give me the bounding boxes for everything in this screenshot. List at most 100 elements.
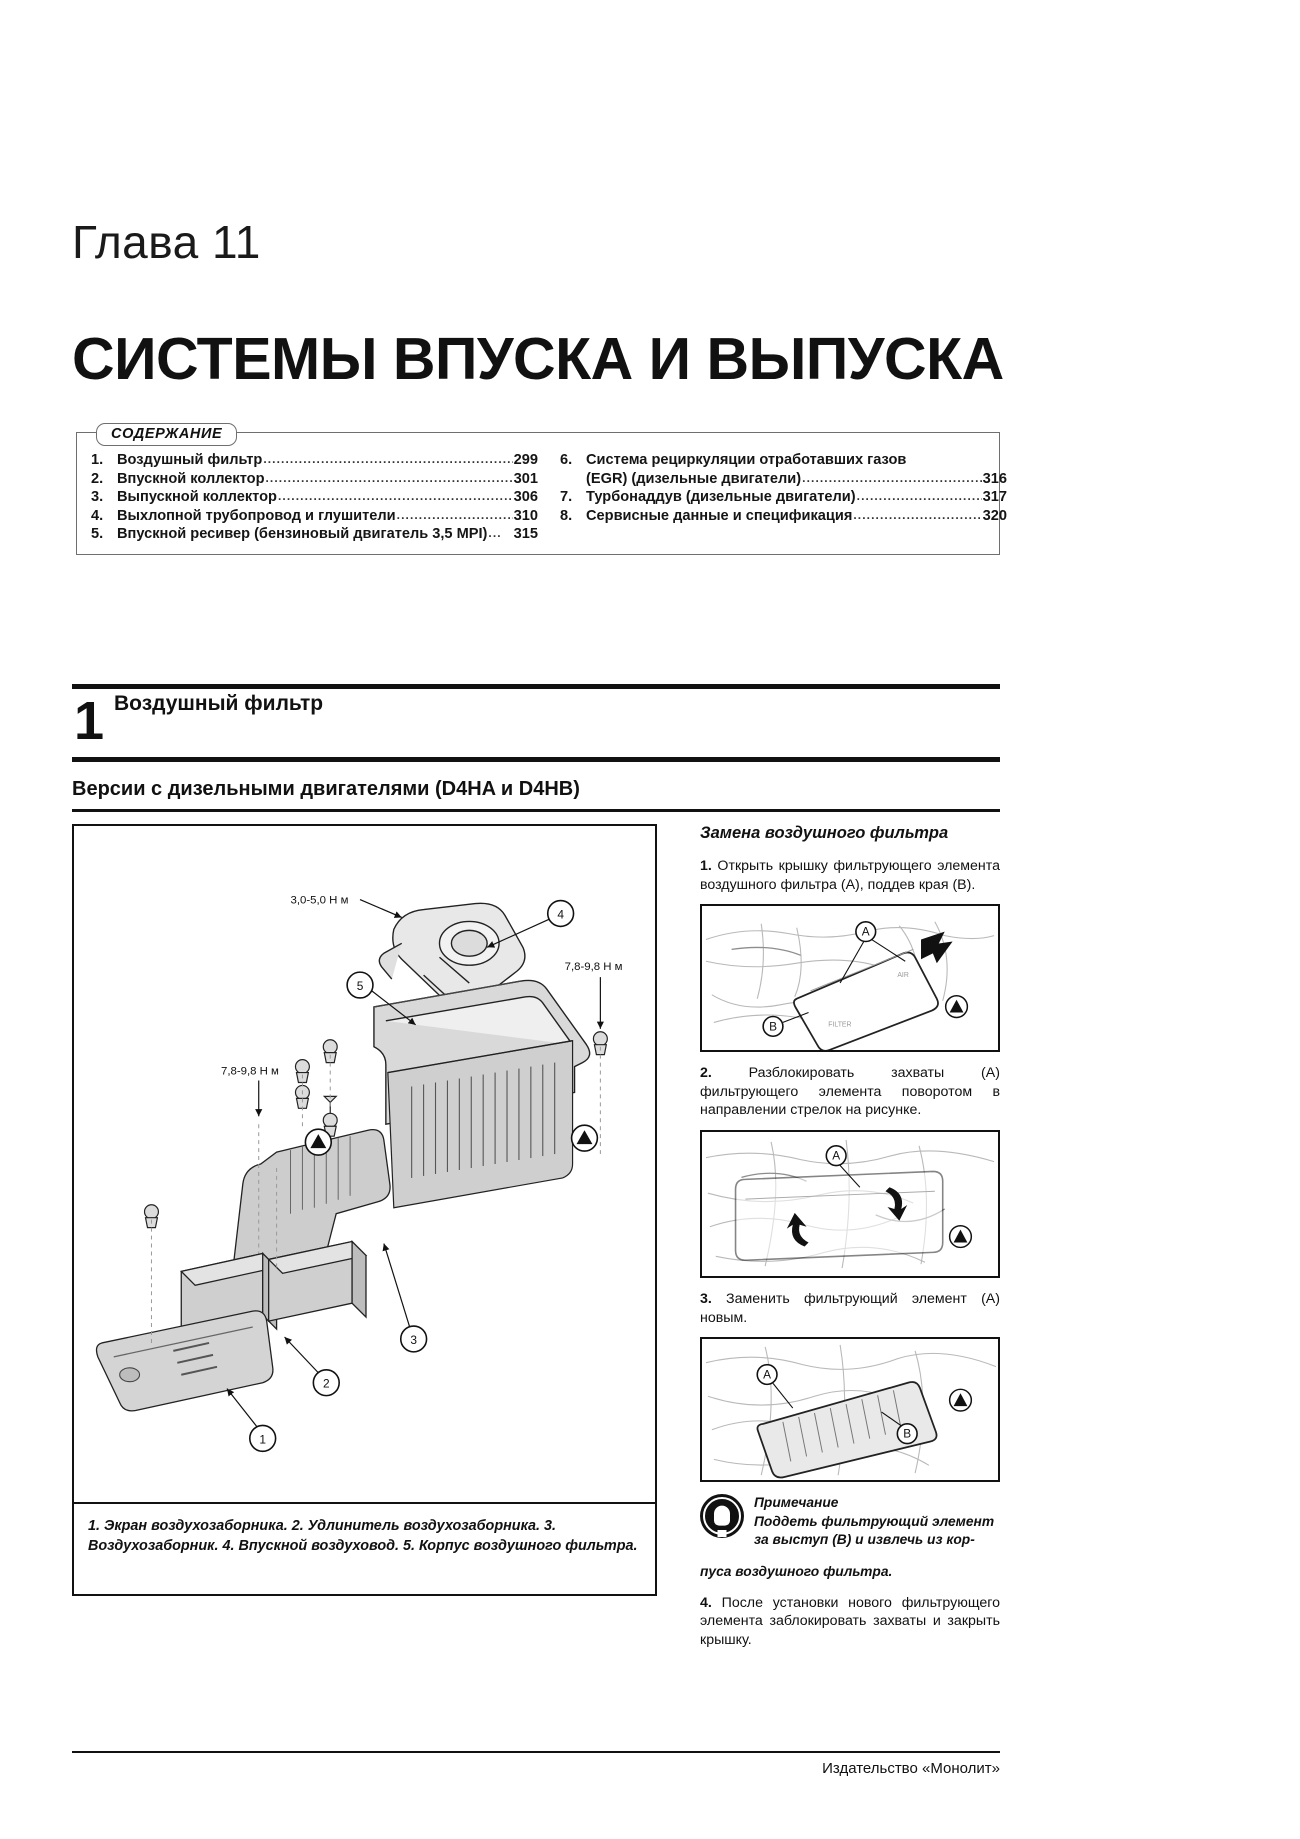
torque-label-right: 7,8-9,8 Н м — [565, 961, 623, 973]
note-body-rest: пуса воздушного фильтра. — [700, 1564, 893, 1580]
subsection-title: Версии с дизельными двигателями (D4HA и … — [72, 778, 580, 800]
callout-4: 4 — [486, 899, 575, 948]
photo-label-A: A — [825, 1144, 861, 1188]
photo-label-B: B — [762, 1012, 809, 1038]
toc-entry-number: 4. — [91, 507, 104, 524]
svg-text:2: 2 — [323, 1377, 330, 1391]
procedure-step-1: 1. Открыть крышку фильтрующего элемента … — [700, 857, 1000, 894]
toc-entry[interactable]: 8. Сервисные данные и спецификация .....… — [560, 507, 1007, 526]
table-of-contents: 1. Воздушный фильтр ....................… — [76, 432, 1007, 555]
toc-leader-dots: ........................................… — [856, 489, 982, 504]
procedure-photo-1: FILTER AIR A B — [700, 904, 1000, 1053]
step-text: После установки нового фильтрующего элем… — [700, 1594, 1000, 1648]
step-number: 3. — [700, 1290, 712, 1307]
section-number: 1 — [74, 691, 105, 751]
svg-text:AIR: AIR — [897, 972, 909, 979]
footer-rule — [72, 1751, 1000, 1753]
callout-5: 5 — [346, 971, 417, 1026]
toc-entry-label: Система рециркуляции отработавших газов — [586, 452, 907, 468]
procedure-photo-2: A — [700, 1129, 1000, 1278]
procedure-step-3: 3. Заменить фильтрующий элемент (A) новы… — [700, 1290, 1000, 1327]
svg-text:B: B — [769, 1019, 777, 1033]
toc-entry-label: Сервисные данные и спецификация — [586, 507, 853, 524]
toc-entry-number: 3. — [91, 489, 104, 506]
subsection-rule — [72, 809, 1000, 812]
engine-bay-sketch-3: A B — [705, 1344, 997, 1479]
section-rule-top — [72, 684, 1000, 689]
section-title: Воздушный фильтр — [114, 692, 324, 715]
svg-text:5: 5 — [357, 979, 364, 993]
toc-entry-page: 301 — [513, 470, 538, 487]
torque-label-left: 7,8-9,8 Н м — [221, 1066, 279, 1078]
step-text: Разблокировать захваты (A) фильтрующего … — [700, 1065, 1000, 1119]
toc-entry[interactable]: 2. Впускной коллектор ..................… — [91, 470, 538, 489]
toc-entry-label: Турбонаддув (дизельные двигатели) — [586, 489, 856, 506]
toc-leader-dots: ........................................… — [802, 470, 982, 485]
toc-entry[interactable]: 4. Выхлопной трубопровод и глушители ...… — [91, 507, 538, 526]
svg-text:1: 1 — [259, 1432, 266, 1446]
toc-leader-dots: ........................................… — [853, 507, 982, 522]
toc-entry-number: 5. — [91, 526, 104, 543]
toc-entry-number: 8. — [560, 507, 573, 524]
step-text: Заменить фильтрующий элемент (A) новым. — [700, 1290, 1000, 1326]
toc-entry[interactable]: 5. Впускной ресивер (бензиновый двигател… — [91, 525, 538, 544]
exploded-view-figure: 3,0-5,0 Н м 7,8-9,8 Н м 7,8-9,8 Н м — [72, 824, 657, 1504]
footer-publisher: Издательство «Монолит» — [822, 1760, 1000, 1777]
photo-label-A: A — [839, 921, 906, 984]
note-body-first: Поддеть фильтрующий элемент за выступ (B… — [754, 1513, 995, 1547]
procedure-step-2: 2. Разблокировать захваты (A) фильтрующе… — [700, 1064, 1000, 1120]
toc-entry-page: 316 — [982, 470, 1007, 487]
engine-bay-sketch-2: A — [705, 1139, 995, 1269]
toc-legend: СОДЕРЖАНИЕ — [96, 423, 238, 446]
toc-column-left: 1. Воздушный фильтр ....................… — [91, 451, 538, 544]
toc-entry-page: 317 — [982, 489, 1007, 506]
toc-entry-number: 1. — [91, 452, 104, 468]
toc-leader-dots: ........................................… — [265, 470, 513, 485]
toc-entry-page: 299 — [513, 452, 538, 468]
procedure-photo-3: A B — [700, 1337, 1000, 1483]
note-header: Примечание — [754, 1495, 839, 1511]
step-number: 4. — [700, 1594, 712, 1611]
toc-entry[interactable]: 6. Система рециркуляции отработавших газ… — [560, 451, 1007, 470]
chapter-label: Глава 11 — [72, 216, 261, 268]
svg-text:A: A — [763, 1368, 771, 1382]
engine-bay-sketch-1: FILTER AIR A B — [705, 921, 995, 1051]
svg-text:B: B — [903, 1427, 911, 1441]
toc-entry[interactable]: 1. Воздушный фильтр ....................… — [91, 451, 538, 470]
procedure-title: Замена воздушного фильтра — [700, 824, 949, 842]
toc-entry-page: 320 — [982, 507, 1007, 524]
toc-entry-page: 310 — [513, 507, 538, 524]
toc-entry-page: 306 — [513, 489, 538, 506]
toc-entry-number: 7. — [560, 489, 573, 506]
air-filter-exploded-diagram: 3,0-5,0 Н м 7,8-9,8 Н м 7,8-9,8 Н м — [95, 895, 623, 1453]
toc-entry[interactable]: 7. Турбонаддув (дизельные двигатели) ...… — [560, 488, 1007, 507]
toc-entry-page: 315 — [513, 526, 538, 543]
photo-label-A: A — [756, 1364, 794, 1409]
svg-text:A: A — [832, 1149, 840, 1163]
step-number: 1. — [700, 858, 712, 874]
step-text: Открыть крышку фильтрующего элемента воз… — [700, 858, 1000, 893]
note-text: Примечание Поддеть фильтрующий элемент з… — [754, 1494, 1000, 1549]
note-block: Примечание Поддеть фильтрующий элемент з… — [700, 1494, 1000, 1582]
torque-label-top: 3,0-5,0 Н м — [291, 895, 349, 907]
svg-text:A: A — [862, 925, 870, 939]
toc-entry-number: 6. — [560, 452, 573, 468]
lightbulb-icon — [700, 1494, 744, 1539]
toc-entry-label: Впускной коллектор — [117, 470, 265, 487]
toc-leader-dots: ........................................… — [263, 452, 512, 466]
section-rule-bottom — [72, 757, 1000, 762]
toc-leader-dots: ... — [488, 526, 502, 541]
toc-entry-label: Впускной ресивер (бензиновый двигатель 3… — [117, 526, 488, 543]
procedure-column: Замена воздушного фильтра 1. Открыть кры… — [700, 824, 1000, 1660]
toc-entry[interactable]: 3. Выпускной коллектор .................… — [91, 488, 538, 507]
toc-leader-dots: ........................................… — [277, 489, 513, 504]
page-title: СИСТЕМЫ ВПУСКА И ВЫПУСКА — [72, 326, 1004, 392]
toc-entry-continuation: (EGR) (дизельные двигатели) ............… — [560, 470, 1007, 489]
callout-3: 3 — [382, 1243, 428, 1353]
toc-entry-label: Воздушный фильтр — [117, 452, 263, 468]
toc-column-right: 6. Система рециркуляции отработавших газ… — [560, 451, 1007, 544]
procedure-step-4: 4. После установки нового фильтрующего э… — [700, 1594, 1000, 1650]
callout-2: 2 — [284, 1336, 340, 1397]
figure-caption: 1. Экран воздухозаборника. 2. Удлинитель… — [72, 1504, 657, 1596]
svg-text:4: 4 — [557, 907, 564, 921]
